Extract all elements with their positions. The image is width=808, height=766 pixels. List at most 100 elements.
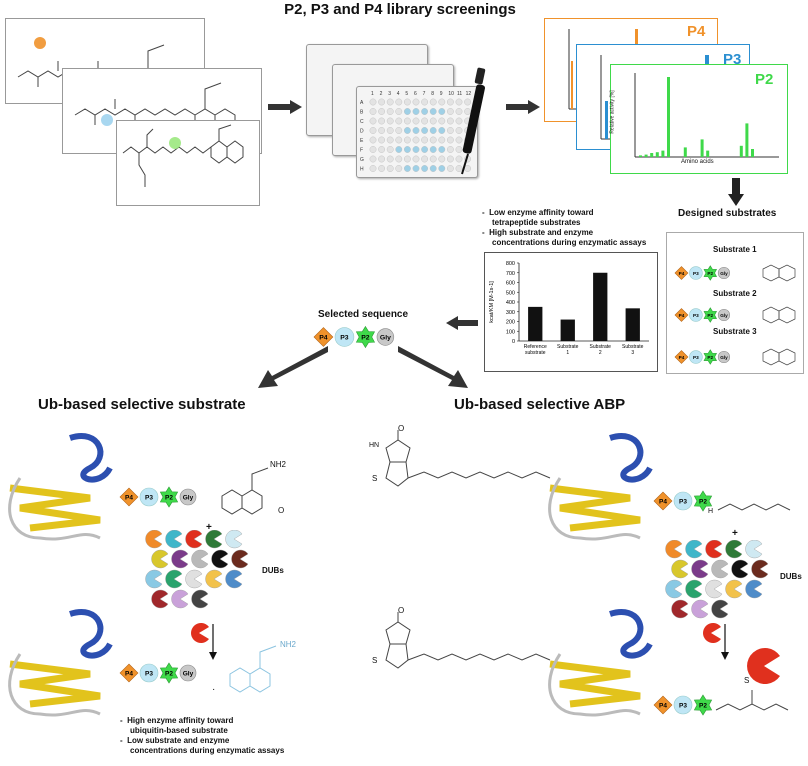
p2-label: P2 [707,355,713,360]
dub-icon [191,589,209,609]
plate-well [412,155,420,163]
plate-well [447,136,454,144]
p2-bar [644,154,648,157]
p2-star [693,694,713,716]
p2-star [355,325,376,349]
plate-well [404,146,411,153]
p4-chart-label: P4 [687,23,706,40]
plate-well [386,117,394,125]
y-tick-label: 200 [506,320,515,326]
p4-label: P4 [319,335,328,342]
plate-well [378,108,385,115]
y-tick-label: 700 [506,271,515,277]
p2-chart-xlabel: Amino acids [681,159,714,165]
bar [625,308,640,341]
warhead-nh-label: H [708,508,714,515]
plate-well [369,117,377,125]
dubs-label-left: DUBs [262,566,284,575]
amc-ring [778,264,796,282]
plate-well [378,117,385,125]
plate-well [429,136,437,144]
plate-well [404,155,411,163]
plus-left: + [206,522,212,533]
plate-well [369,98,377,106]
amc-fluorophore [221,467,269,515]
plate-well [421,127,429,134]
plate-well [455,136,463,144]
p3-chart-label: P3 [723,51,742,68]
plate-well [429,108,437,115]
plate-row-label: E [360,138,364,144]
p2-label: P2 [699,703,707,710]
plate-well [412,127,420,134]
p3-circle [673,695,693,715]
dub-icon [165,530,183,549]
vinyl-warhead [717,503,791,511]
plate-well [421,165,429,172]
p4-bar [635,29,638,49]
plate-well [447,98,454,106]
plate-well [369,127,377,134]
dub-icon [671,599,689,619]
note-low-conc: - Low substrate and enzyme [120,736,230,745]
dub-icon [725,579,743,599]
p4-highlight-circle [34,37,46,49]
p2-chart [634,73,779,158]
dub-icon [171,589,189,609]
x-tick-label: Substrate [622,344,644,350]
plate-well [438,146,446,153]
plate-well [395,136,403,144]
gly-label: Gly [183,495,194,502]
p2-label: P2 [165,495,173,502]
gly-label: Gly [183,671,194,678]
plate-row-label: D [360,129,364,135]
plate-well [438,165,446,172]
p4-label: P4 [659,703,667,710]
covalent-adduct [715,690,789,711]
plate-well [429,98,437,106]
p3-label: P3 [145,495,153,502]
biotin-o-label-1: O [398,424,405,433]
dub-icon [705,540,723,559]
p3-circle [689,308,703,322]
dub-icon [665,579,683,599]
p2-label: P2 [361,335,370,342]
structure-panel-p2 [116,120,260,206]
x-tick-label: Substrate [590,344,612,350]
p4-diamond [653,491,673,511]
amc-ring [762,348,780,366]
y-axis-label: kcat/KM [M-1s-1] [489,281,495,323]
plate-well [421,108,429,115]
plate-column-label: 4 [397,91,400,97]
note-high-affinity-cont: ubiquitin-based substrate [130,726,228,735]
plate-well [438,155,446,163]
p2-label: P2 [707,313,713,318]
plate-well [447,108,454,115]
p3-circle [689,266,703,280]
plate-well [421,117,429,125]
plate-well [455,117,463,125]
p2-bar [739,145,743,157]
substrate-2-label: Substrate 2 [713,289,757,298]
p2-bar [706,150,710,157]
p3-bar [605,101,608,139]
p2-star [159,486,179,508]
gly-label: Gly [380,335,391,342]
p4-diamond [119,487,139,507]
amc-released [229,645,277,693]
plate-row-label: A [360,100,364,106]
dub-icon [151,549,169,569]
dub-icon [685,579,703,599]
arrow-down-thin-icon [209,624,217,660]
pipette-icon [461,67,486,175]
plate-well [447,127,454,134]
p4-label: P4 [679,355,685,360]
plate-well [395,155,403,163]
dub-icon [705,579,723,599]
dub-cluster-left [145,530,249,609]
x-tick-label: Substrate [557,344,579,350]
selected-sequence-label: Selected sequence [318,309,409,320]
